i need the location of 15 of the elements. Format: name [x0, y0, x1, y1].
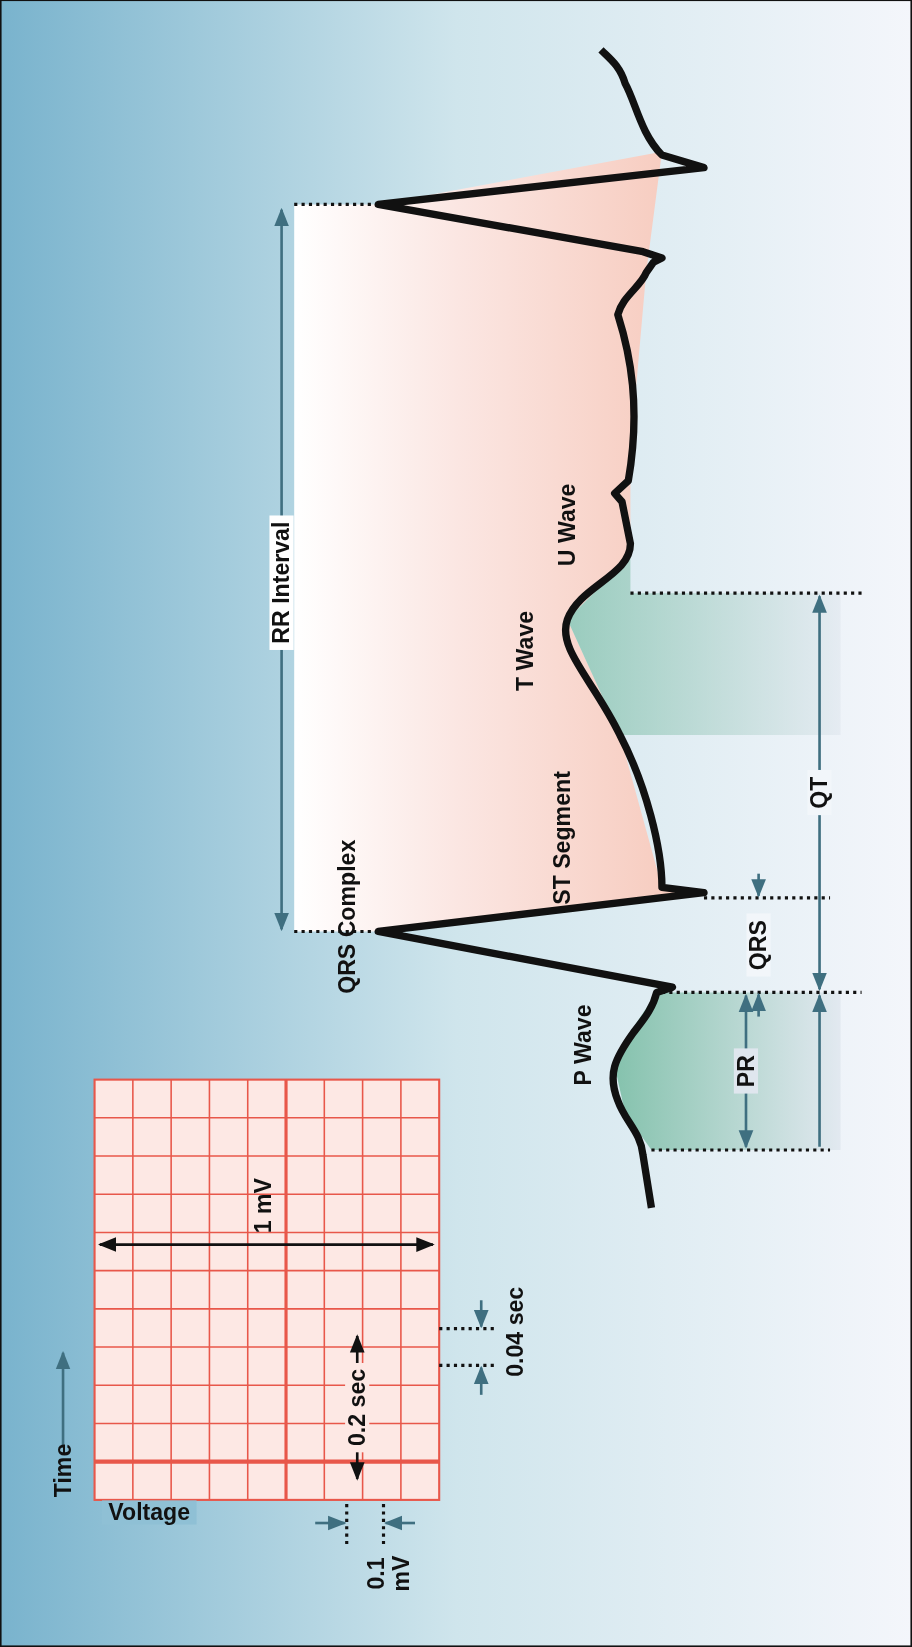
- interval-label: QT: [807, 770, 832, 816]
- scale-label: 1 mV: [250, 1178, 275, 1234]
- interval-label: QRS: [746, 913, 771, 977]
- wave-label: P Wave: [571, 1004, 596, 1086]
- scale-label: 0.2 sec: [345, 1362, 370, 1453]
- wave-label: QRS Complex: [334, 839, 359, 994]
- interval-label: RR Interval: [269, 515, 294, 650]
- scale-label: 0.1 mV: [364, 1554, 413, 1594]
- wave-label: U Wave: [555, 483, 580, 567]
- axis-label: Voltage: [102, 1500, 197, 1525]
- wave-label: ST Segment: [550, 771, 575, 905]
- axis-label: Time: [50, 1443, 76, 1498]
- wave-label: T Wave: [513, 610, 538, 691]
- interval-label: PR: [733, 1048, 759, 1094]
- scale-label: 0.04 sec: [502, 1286, 527, 1377]
